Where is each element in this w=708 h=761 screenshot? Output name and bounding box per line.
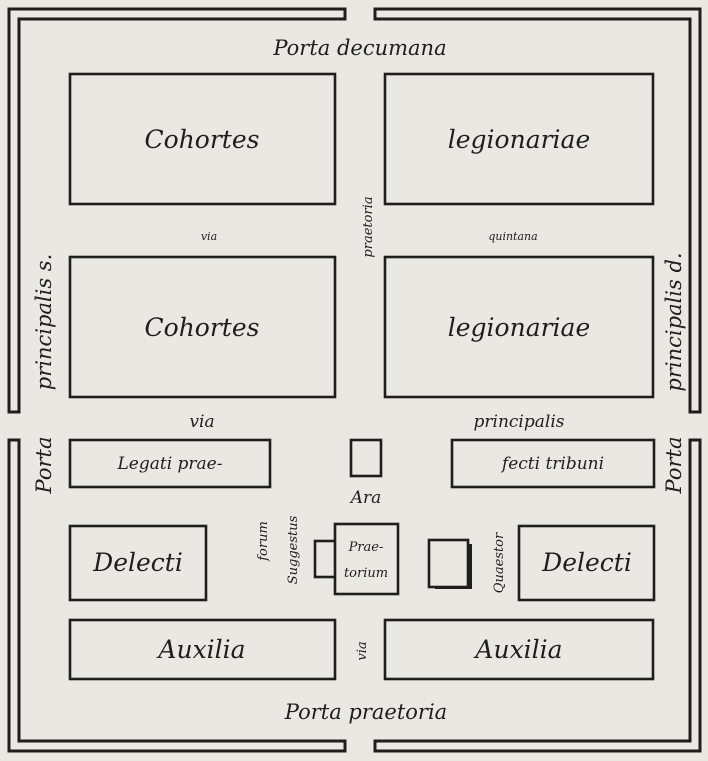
porta-principalis-s-label: principalis s. — [32, 254, 56, 391]
cohortes-upper-label: Cohortes — [145, 125, 260, 154]
via-praetoria-label: praetoria — [361, 196, 376, 257]
block-legionariae-lower — [383, 255, 655, 399]
delecti-right-label: Delecti — [541, 548, 632, 577]
block-legati — [68, 438, 272, 489]
quaestor-label: Quaestor — [492, 532, 507, 593]
block-fecti-tribuni — [450, 438, 656, 489]
forum-label: forum — [256, 521, 271, 562]
block-legionariae-upper — [383, 72, 655, 206]
cohortes-lower-label: Cohortes — [145, 313, 260, 342]
block-praetorium — [333, 522, 400, 596]
block-quaestor — [427, 538, 470, 589]
auxilia-left-label: Auxilia — [156, 635, 245, 664]
legionariae-upper-label: legionariae — [448, 125, 591, 154]
legati-label: Legati prae- — [117, 454, 223, 474]
via-principalis-label-1: via — [189, 412, 214, 432]
via-quintana-label-2: quintana — [488, 230, 537, 243]
delecti-left-label: Delecti — [92, 548, 183, 577]
block-delecti-right — [517, 524, 656, 602]
block-cohortes-upper — [68, 72, 337, 206]
porta-s-label: Porta — [32, 437, 56, 495]
fecti-tribuni-label: fecti tribuni — [500, 454, 604, 474]
via-quintana-label-1: via — [201, 230, 217, 243]
auxilia-right-label: Auxilia — [473, 635, 562, 664]
wall-top-right — [373, 7, 702, 414]
block-cohortes-lower — [68, 255, 337, 399]
block-ara — [349, 438, 383, 478]
wall-top-left — [7, 7, 347, 414]
porta-praetoria-label: Porta praetoria — [284, 700, 447, 724]
suggestus-label: Suggestus — [286, 515, 301, 584]
porta-decumana-label: Porta decumana — [272, 36, 446, 60]
ara-label: Ara — [349, 488, 382, 508]
block-auxilia-left — [68, 618, 337, 681]
legionariae-lower-label: legionariae — [448, 313, 591, 342]
via-principalis-label-2: principalis — [474, 412, 565, 432]
block-auxilia-right — [383, 618, 655, 681]
via-bottom-label: via — [355, 641, 370, 660]
praetorium-label-1: Prae- — [348, 540, 384, 555]
block-delecti-left — [68, 524, 208, 602]
praetorium-label-2: torium — [344, 566, 388, 581]
wall-bottom-left — [7, 438, 347, 753]
porta-d-label: Porta — [662, 437, 686, 495]
porta-principalis-d-label: principalis d. — [662, 252, 686, 391]
wall-bottom-right — [373, 438, 702, 753]
